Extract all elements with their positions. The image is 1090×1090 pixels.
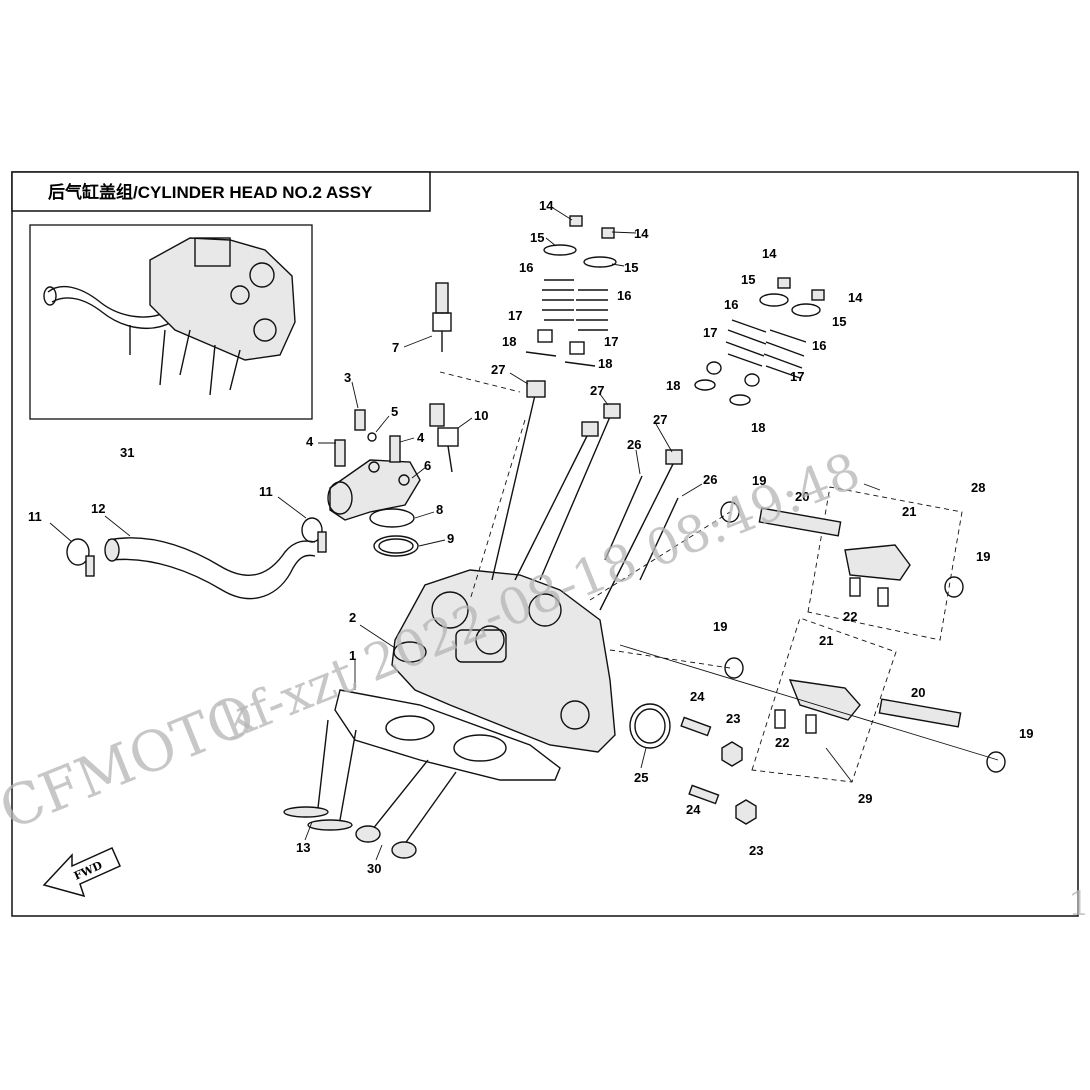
cylinder-head — [359, 569, 616, 753]
callout-7: 7 — [392, 340, 399, 355]
callout-25: 25 — [634, 770, 648, 785]
callout-27: 27 — [590, 383, 604, 398]
callout-20: 20 — [911, 685, 925, 700]
callout-19: 19 — [752, 473, 766, 488]
callout-15: 15 — [832, 314, 846, 329]
diagram-title: 后气缸盖组/CYLINDER HEAD NO.2 ASSY — [48, 182, 373, 202]
spark-plug — [403, 282, 452, 352]
callout-11: 11 — [28, 509, 42, 524]
callout-31: 31 — [120, 445, 134, 460]
temperature-sensor — [429, 403, 473, 473]
callout-24: 24 — [690, 689, 705, 704]
callout-17: 17 — [703, 325, 717, 340]
coolant-hose — [49, 496, 327, 600]
callout-21: 21 — [902, 504, 916, 519]
callout-28: 28 — [971, 480, 985, 495]
head-bolts — [491, 372, 703, 611]
edge-mark: 1 — [1068, 884, 1090, 924]
callout-20: 20 — [795, 489, 809, 504]
head-gasket — [334, 660, 561, 781]
callout-13: 13 — [296, 840, 310, 855]
callout-6: 6 — [424, 458, 431, 473]
callout-15: 15 — [530, 230, 544, 245]
callout-24: 24 — [686, 802, 701, 817]
title-box — [11, 171, 431, 212]
rocker-arm-assemblies — [720, 483, 1006, 783]
callout-17: 17 — [604, 334, 618, 349]
callout-11: 11 — [259, 484, 273, 499]
callout-26: 26 — [703, 472, 717, 487]
callout-19: 19 — [713, 619, 727, 634]
callout-15: 15 — [741, 272, 755, 287]
callout-4: 4 — [417, 430, 425, 445]
callout-18: 18 — [751, 420, 765, 435]
callout-16: 16 — [812, 338, 826, 353]
callout-27: 27 — [653, 412, 667, 427]
callout-8: 8 — [436, 502, 443, 517]
callout-16: 16 — [617, 288, 631, 303]
callout-14: 14 — [539, 198, 554, 213]
valves — [283, 719, 457, 861]
diagram-frame — [11, 171, 1079, 917]
callout-27: 27 — [491, 362, 505, 377]
callout-labels: 1 2 3 4 4 5 6 7 8 9 10 11 11 12 13 14 14… — [28, 198, 1033, 876]
callout-9: 9 — [447, 531, 454, 546]
callout-18: 18 — [598, 356, 612, 371]
callout-10: 10 — [474, 408, 488, 423]
inset-assembly-drawing — [43, 237, 296, 396]
valve-springs-intake — [525, 207, 637, 367]
callout-12: 12 — [91, 501, 105, 516]
callout-3: 3 — [344, 370, 351, 385]
o-rings — [369, 508, 446, 557]
callout-26: 26 — [627, 437, 641, 452]
callout-19: 19 — [1019, 726, 1033, 741]
fwd-arrow-icon: FWD — [42, 847, 121, 898]
callout-16: 16 — [724, 297, 738, 312]
callout-4: 4 — [306, 434, 314, 449]
callout-15: 15 — [624, 260, 638, 275]
callout-22: 22 — [843, 609, 857, 624]
callout-30: 30 — [367, 861, 381, 876]
cam-cover-hardware — [629, 703, 757, 825]
callout-19: 19 — [976, 549, 990, 564]
callout-1: 1 — [349, 648, 356, 663]
callout-14: 14 — [762, 246, 777, 261]
callout-14: 14 — [634, 226, 649, 241]
callout-17: 17 — [790, 369, 804, 384]
callout-5: 5 — [391, 404, 398, 419]
callout-17: 17 — [508, 308, 522, 323]
callout-29: 29 — [858, 791, 872, 806]
water-outlet-housing — [318, 381, 427, 521]
callout-18: 18 — [502, 334, 516, 349]
callout-23: 23 — [726, 711, 740, 726]
callout-16: 16 — [519, 260, 533, 275]
callout-2: 2 — [349, 610, 356, 625]
valve-springs-exhaust — [694, 277, 825, 406]
callout-14: 14 — [848, 290, 863, 305]
callout-22: 22 — [775, 735, 789, 750]
callout-18: 18 — [666, 378, 680, 393]
assembly-centerlines — [439, 371, 999, 761]
callout-23: 23 — [749, 843, 763, 858]
callout-21: 21 — [819, 633, 833, 648]
